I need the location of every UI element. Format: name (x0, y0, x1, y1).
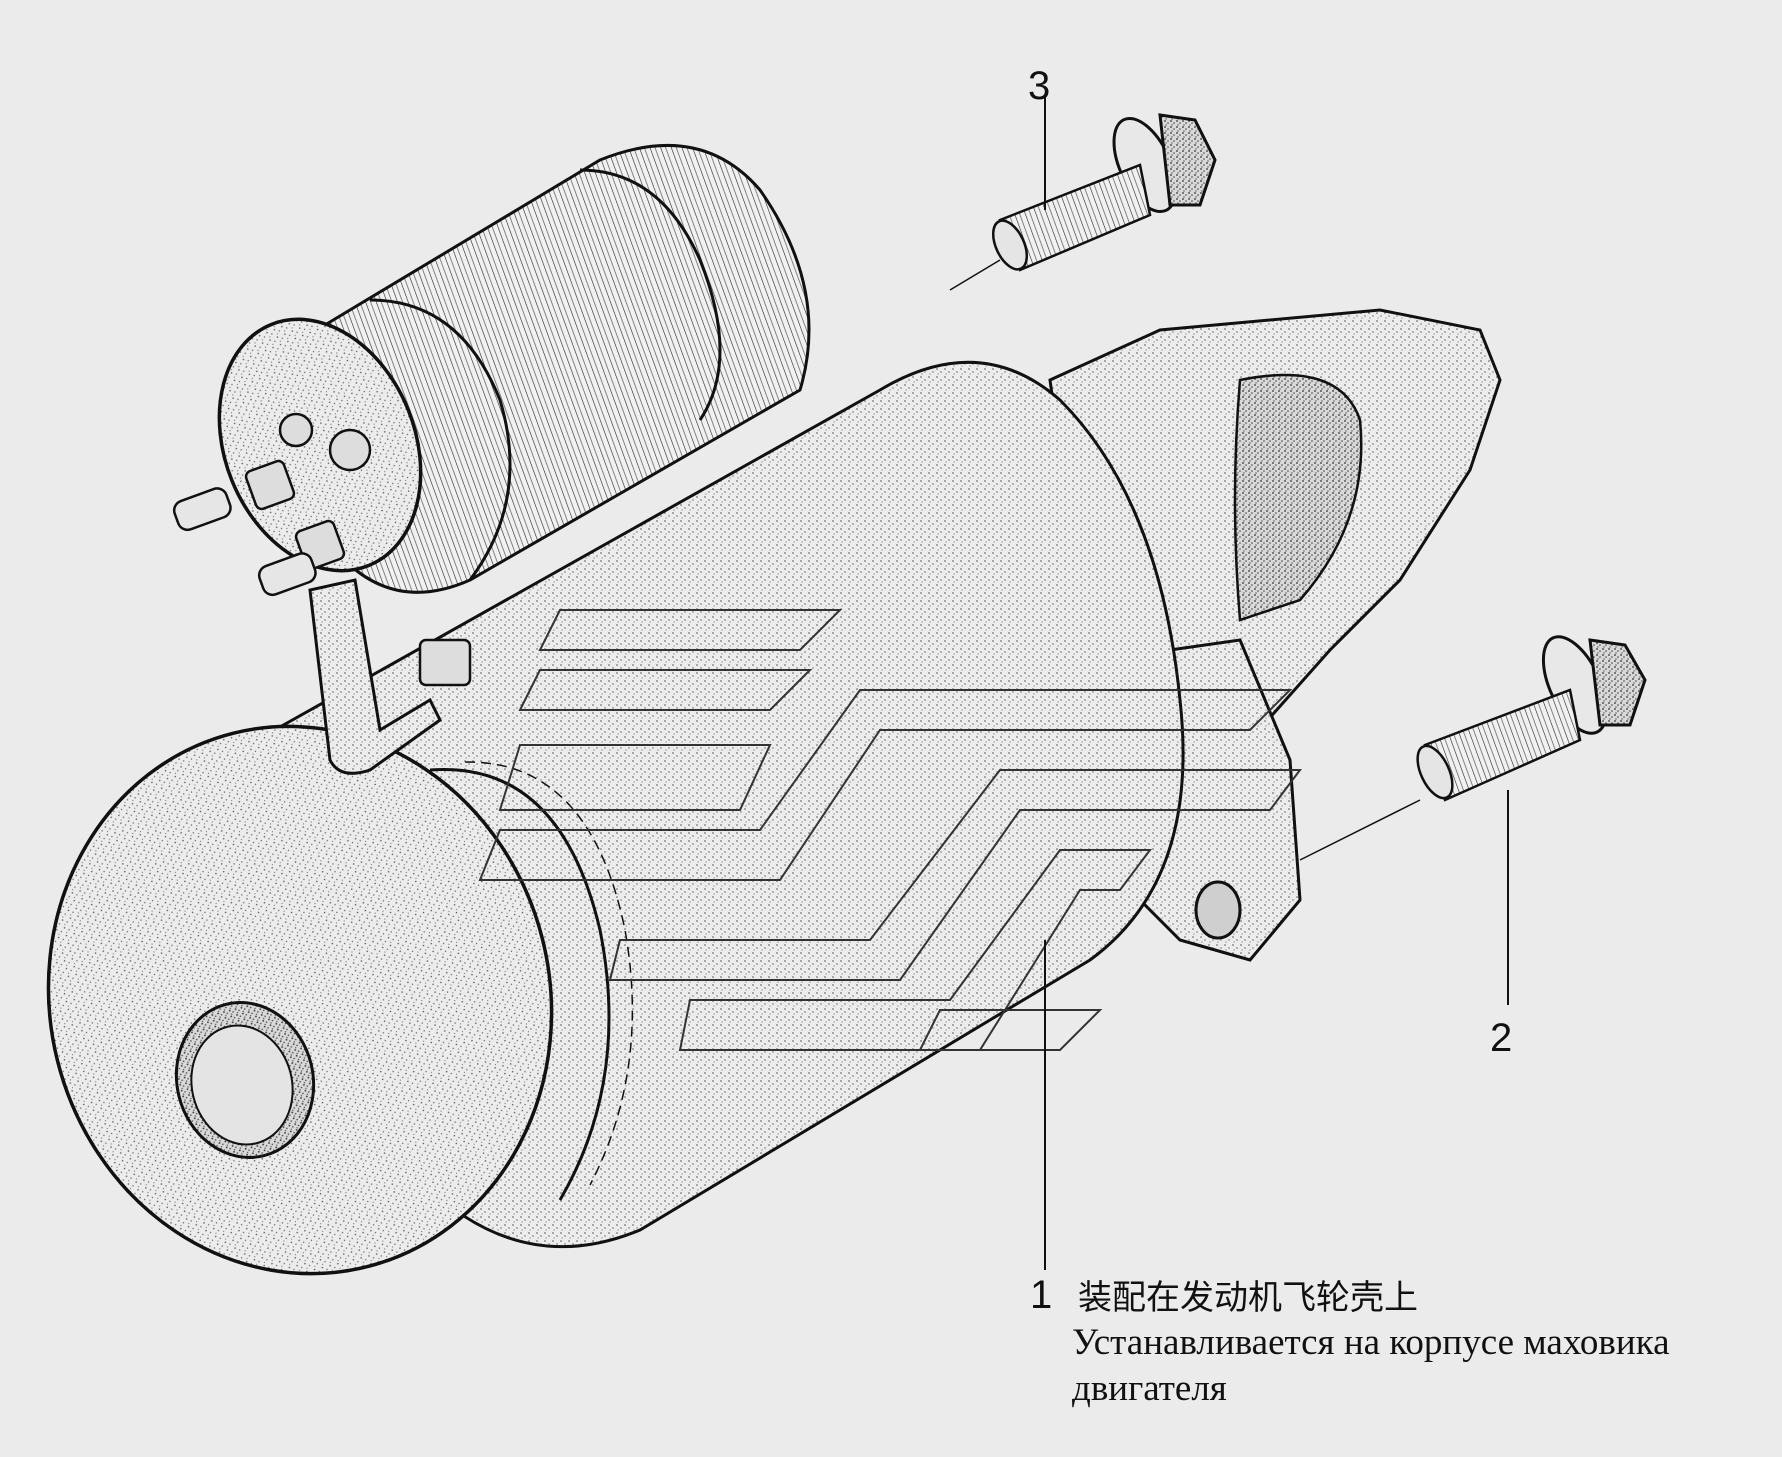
callout-number-1: 1 (1030, 1273, 1053, 1317)
bolt-3 (949, 113, 1217, 291)
flange-hole (1194, 880, 1242, 940)
bolt-2 (1299, 635, 1647, 861)
callout-number-3: 3 (1028, 64, 1051, 108)
caption-chinese: 装配在发动机飞轮壳上 (1078, 1278, 1418, 1318)
starter-motor (46, 143, 1502, 1276)
connector-strap (308, 578, 442, 775)
caption-russian: Устанавливается на корпусе маховика двиг… (1072, 1322, 1670, 1409)
solenoid (172, 143, 811, 775)
end-cap (46, 724, 554, 1276)
stripe-pattern (478, 609, 1302, 1051)
terminal-studs (172, 412, 372, 597)
callout-number-2: 2 (1490, 1016, 1513, 1060)
